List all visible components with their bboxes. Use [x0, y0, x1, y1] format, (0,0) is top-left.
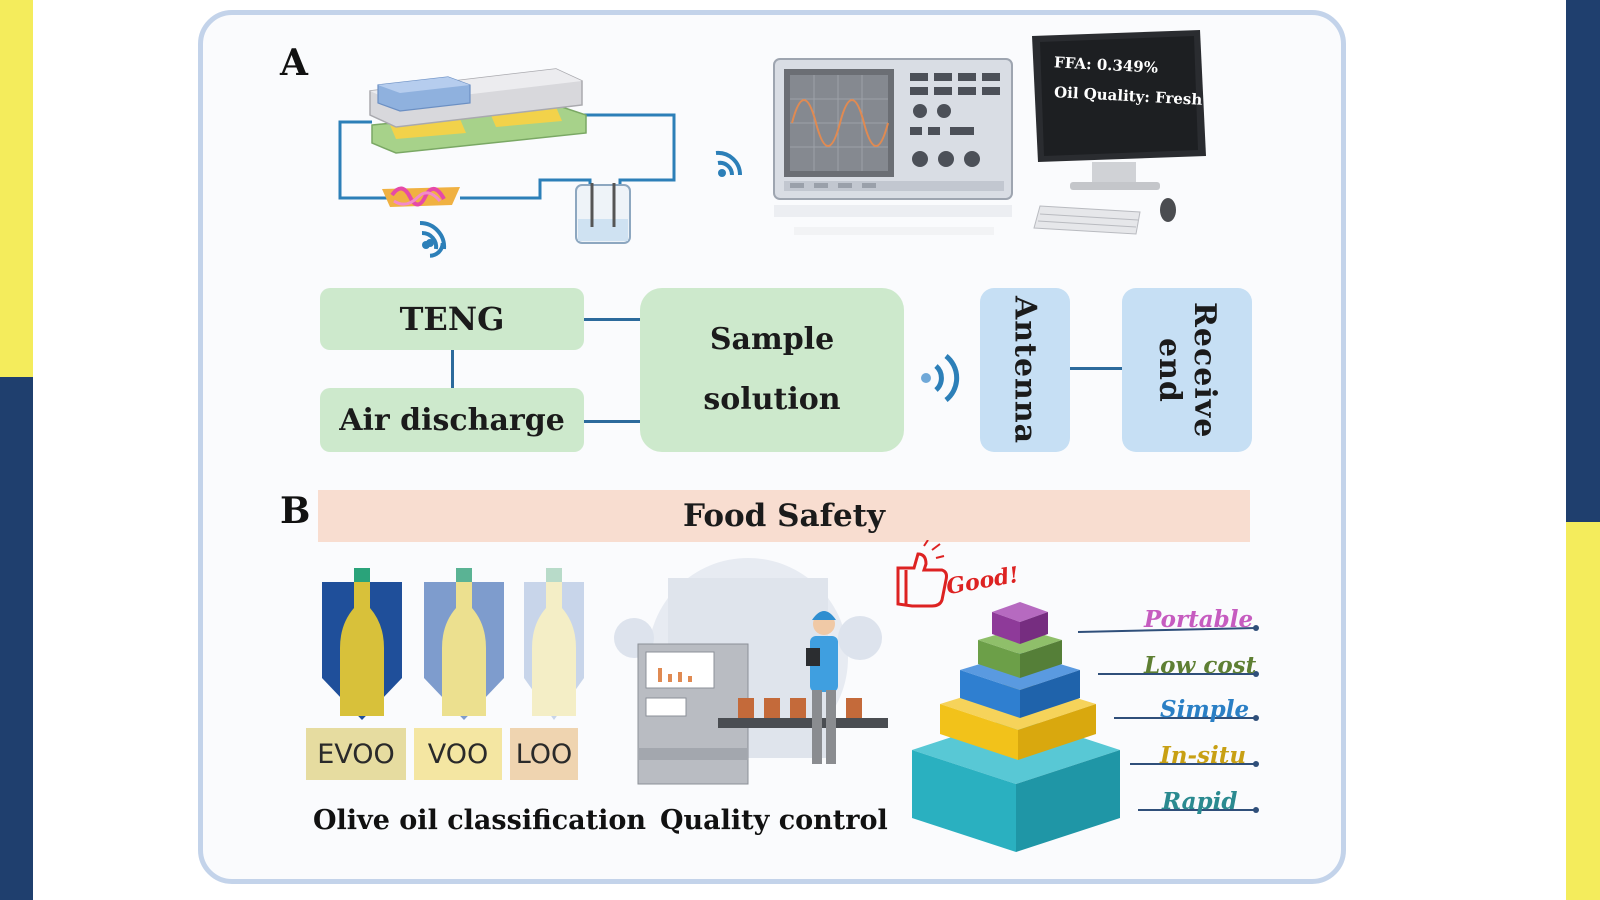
thumbs-up-icon	[896, 540, 948, 608]
caption-quality-control: Quality control	[660, 805, 888, 836]
feature-rapid: Rapid	[1162, 788, 1238, 815]
feature-low-cost: Low cost	[1144, 652, 1257, 679]
connector-teng-air	[451, 350, 454, 388]
receive-end-box: Receive end	[1122, 288, 1252, 452]
connector-air-sample	[584, 420, 640, 423]
bottle-voo	[442, 568, 486, 716]
olive-oil-bottles-illustration	[322, 568, 584, 720]
bottle-label-evoo: EVOO	[306, 728, 406, 780]
sample-solution-box: Sample solution	[640, 288, 904, 452]
wireless-signal-icon	[921, 354, 960, 402]
bottle-loo	[532, 568, 576, 716]
teng-box: TENG	[320, 288, 584, 350]
connector-antenna-receive	[1070, 367, 1122, 370]
feature-in-situ: In-situ	[1160, 742, 1247, 769]
sample-solution-line2: solution	[703, 382, 841, 417]
oscilloscope-illustration	[773, 58, 1013, 235]
feature-pyramid	[912, 602, 1259, 852]
caption-olive-oil-classification: Olive oil classification	[313, 805, 647, 836]
antenna-box: Antenna	[980, 288, 1070, 452]
teng-device-illustration	[338, 68, 676, 258]
feature-simple: Simple	[1160, 696, 1250, 723]
connector-teng-sample	[584, 318, 640, 321]
quality-control-illustration	[614, 558, 888, 785]
food-safety-banner: Food Safety	[318, 490, 1250, 542]
feature-portable: Portable	[1144, 606, 1254, 633]
side-bar-yellow-top	[0, 0, 33, 377]
wifi-signal-icon	[715, 150, 743, 177]
bottle-label-loo: LOO	[510, 728, 578, 780]
air-discharge-box: Air discharge	[320, 388, 584, 452]
bottle-evoo	[340, 568, 384, 716]
sample-solution-line1: Sample	[709, 322, 835, 357]
side-bar-navy-bottom	[0, 377, 33, 900]
panel-b-letter: B	[280, 490, 311, 532]
panel-a-letter: A	[280, 42, 308, 84]
bottle-label-voo: VOO	[414, 728, 502, 780]
side-bar-navy-right-top	[1566, 0, 1600, 522]
side-bar-yellow-right-bottom	[1566, 522, 1600, 900]
computer-monitor-illustration	[1032, 30, 1206, 235]
